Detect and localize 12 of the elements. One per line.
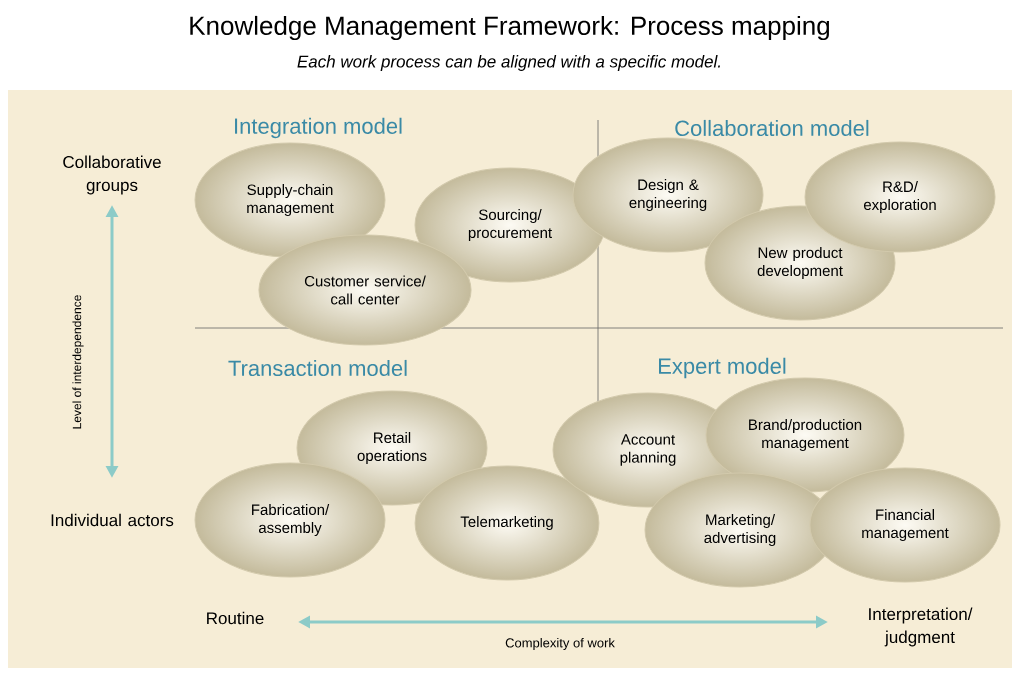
quadrant-heading: Integration model — [235, 117, 402, 139]
quadrant-heading: Collaboration model — [675, 119, 869, 137]
title: Knowledge Management Framework: Process mapping — [190, 15, 829, 41]
axis-label: Complexity of work — [505, 637, 615, 651]
axis-label: Collaborative groups — [63, 155, 161, 195]
axis-label: Interpretation/ judgment — [869, 607, 973, 647]
quadrant-heading: Transaction model — [228, 359, 407, 377]
axis-label: Level of interdependence — [72, 295, 84, 429]
axis-label: Individual actors — [51, 513, 174, 527]
subtitle: Each work process can be aligned with a specific model. — [297, 55, 720, 71]
quadrant-heading: Expert model — [659, 357, 786, 379]
axis-label: Routine — [207, 611, 264, 625]
